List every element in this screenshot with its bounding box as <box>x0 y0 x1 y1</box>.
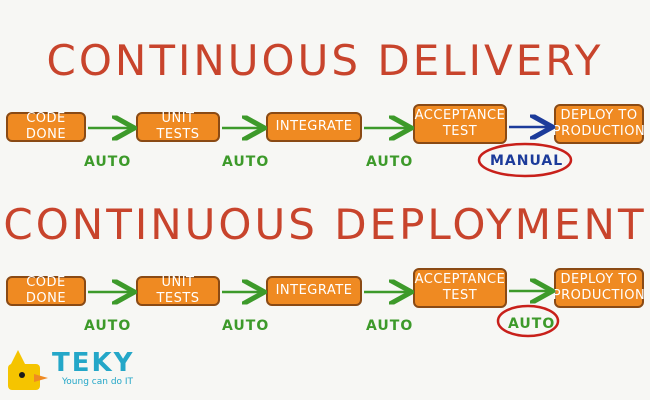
cdep-transition-3-label: AUTO <box>366 318 414 334</box>
cdep-step-code-done: CODE DONE <box>6 275 86 306</box>
logo-tagline: Young can do IT <box>62 377 134 387</box>
teky-logo: TEKY Young can do IT <box>4 344 174 394</box>
cdep-transition-4-label: AUTO <box>508 316 556 332</box>
cd-transition-3-label: AUTO <box>366 154 414 170</box>
cd-step-acceptance-test: ACCEPTANCE TEST <box>413 104 507 144</box>
bird-mascot-icon <box>8 350 48 390</box>
cd-transition-4-label: MANUAL <box>490 153 564 169</box>
cd-step-unit-tests: UNIT TESTS <box>136 111 220 142</box>
continuous-deployment-title: CONTINUOUS DEPLOYMENT <box>3 200 647 249</box>
cdep-transition-1-label: AUTO <box>84 318 132 334</box>
cd-step-integrate: INTEGRATE <box>266 112 362 142</box>
cd-step-deploy-to-production: DEPLOY TO PRODUCTION <box>553 104 645 144</box>
cdep-step-unit-tests: UNIT TESTS <box>136 275 220 306</box>
cd-transition-2-label: AUTO <box>222 154 270 170</box>
cdep-step-integrate: INTEGRATE <box>266 276 362 306</box>
cdep-step-acceptance-test: ACCEPTANCE TEST <box>413 268 507 308</box>
cd-transition-1-label: AUTO <box>84 154 132 170</box>
cdep-step-deploy-to-production: DEPLOY TO PRODUCTION <box>553 268 645 308</box>
logo-name: TEKY <box>52 348 135 378</box>
auto-highlight-circle <box>496 304 560 338</box>
cd-step-code-done: CODE DONE <box>6 111 86 142</box>
manual-highlight-circle <box>477 142 573 178</box>
cdep-transition-2-label: AUTO <box>222 318 270 334</box>
continuous-delivery-title: CONTINUOUS DELIVERY <box>46 36 604 85</box>
